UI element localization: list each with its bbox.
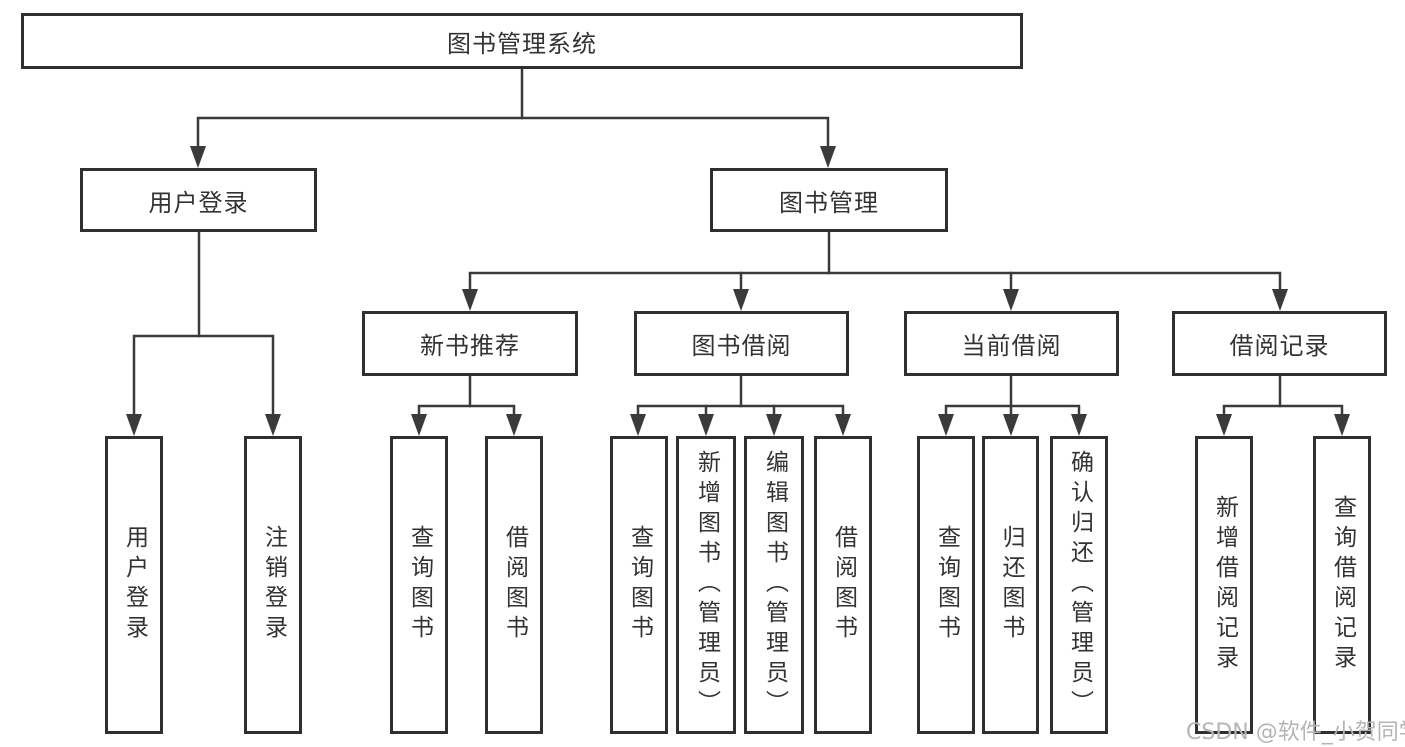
- arrowhead: [1003, 414, 1019, 436]
- connector-current-rail: [944, 404, 1081, 420]
- node-leaf-logout: 注销登录: [244, 436, 302, 734]
- node-leaf-rec-borrow: 借阅图书: [485, 436, 543, 734]
- node-book-mgmt-label: 图书管理: [779, 188, 879, 217]
- node-leaf-br-add-label: 新增借阅记录: [1211, 495, 1238, 675]
- node-user-login: 用户登录: [80, 168, 317, 232]
- arrowhead: [733, 289, 749, 311]
- arrowhead: [265, 414, 281, 436]
- node-leaf-br-query: 查询借阅记录: [1313, 436, 1371, 734]
- arrowhead: [938, 414, 954, 436]
- arrowhead: [1071, 414, 1087, 436]
- arrowhead: [126, 414, 142, 436]
- node-leaf-bb-borrow-label: 借阅图书: [830, 525, 857, 645]
- node-leaf-bb-query: 查询图书: [610, 436, 668, 734]
- arrowhead: [766, 414, 782, 436]
- node-borrow-records: 借阅记录: [1172, 311, 1387, 376]
- arrowhead: [698, 414, 714, 436]
- arrowhead: [506, 414, 522, 436]
- node-leaf-bb-add: 新增图书（管理员）: [676, 436, 736, 734]
- node-root: 图书管理系统: [21, 13, 1023, 69]
- node-leaf-br-query-label: 查询借阅记录: [1329, 495, 1356, 675]
- node-root-label: 图书管理系统: [447, 29, 597, 58]
- connector-records-rail: [1222, 404, 1344, 420]
- node-leaf-user-login-label: 用户登录: [121, 525, 148, 645]
- node-leaf-bb-add-label: 新增图书（管理员）: [693, 450, 720, 720]
- arrowhead: [630, 414, 646, 436]
- connector-rec-rail: [417, 404, 516, 420]
- connector-userlogin-rail: [132, 334, 275, 420]
- node-leaf-cb-return: 归还图书: [982, 436, 1039, 734]
- node-leaf-logout-label: 注销登录: [260, 525, 287, 645]
- node-leaf-cb-confirm-label: 确认归还（管理员）: [1066, 450, 1093, 720]
- node-new-book-rec-label: 新书推荐: [420, 332, 520, 360]
- node-leaf-rec-borrow-label: 借阅图书: [501, 525, 528, 645]
- arrowhead: [835, 414, 851, 436]
- connector-bookmgmt-rail: [468, 271, 1282, 295]
- arrowhead: [820, 146, 836, 168]
- arrowhead: [1334, 414, 1350, 436]
- arrowhead: [1003, 289, 1019, 311]
- node-leaf-bb-borrow: 借阅图书: [814, 436, 872, 734]
- arrowhead: [190, 146, 206, 168]
- node-leaf-bb-edit: 编辑图书（管理员）: [744, 436, 804, 734]
- node-book-mgmt: 图书管理: [710, 168, 948, 232]
- connector-root-rail: [196, 116, 830, 152]
- node-leaf-bb-edit-label: 编辑图书（管理员）: [761, 450, 788, 720]
- node-leaf-cb-confirm: 确认归还（管理员）: [1050, 436, 1108, 734]
- node-leaf-rec-query: 查询图书: [390, 436, 448, 734]
- node-new-book-rec: 新书推荐: [362, 311, 578, 376]
- node-current-borrow: 当前借阅: [904, 311, 1119, 376]
- arrowhead: [1272, 289, 1288, 311]
- node-leaf-br-add: 新增借阅记录: [1195, 436, 1253, 734]
- connector-borrow-rail: [636, 404, 845, 420]
- node-leaf-cb-query: 查询图书: [917, 436, 975, 734]
- node-leaf-user-login: 用户登录: [105, 436, 163, 734]
- arrowhead: [1216, 414, 1232, 436]
- node-user-login-label: 用户登录: [148, 188, 249, 217]
- node-book-borrow: 图书借阅: [634, 311, 849, 376]
- node-leaf-bb-query-label: 查询图书: [626, 525, 653, 645]
- node-book-borrow-label: 图书借阅: [691, 332, 792, 360]
- arrowhead: [462, 289, 478, 311]
- arrowhead: [411, 414, 427, 436]
- watermark: CSDN @软件_小贺同学: [1186, 720, 1405, 745]
- node-leaf-cb-query-label: 查询图书: [933, 525, 960, 645]
- node-leaf-cb-return-label: 归还图书: [998, 525, 1024, 645]
- node-borrow-records-label: 借阅记录: [1229, 332, 1330, 360]
- node-leaf-rec-query-label: 查询图书: [406, 525, 433, 645]
- node-current-borrow-label: 当前借阅: [961, 332, 1062, 360]
